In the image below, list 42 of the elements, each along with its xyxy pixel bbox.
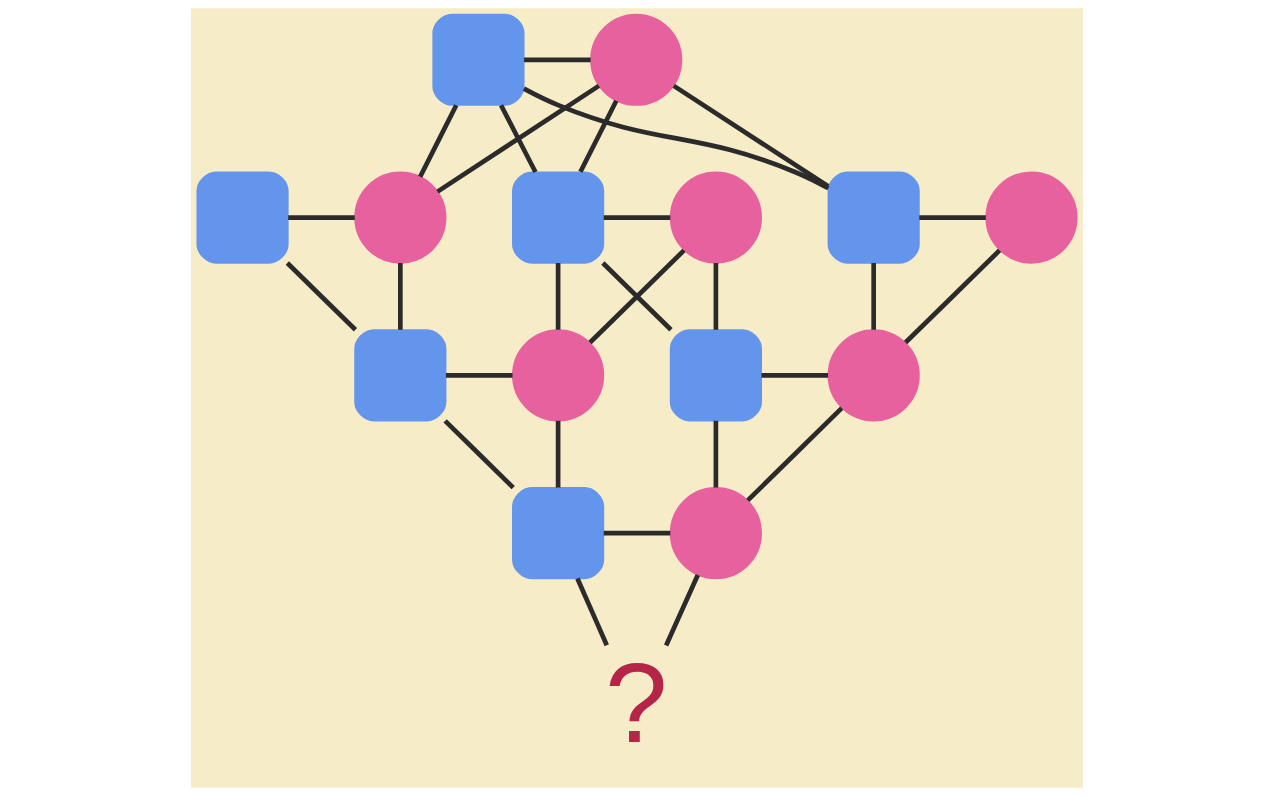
- connector: [498, 104, 538, 174]
- node-box: [512, 487, 605, 580]
- connector: [575, 577, 609, 647]
- connector: [603, 530, 671, 536]
- connector: [919, 215, 986, 220]
- node-circle: [669, 171, 762, 264]
- node-circle: [669, 487, 762, 580]
- connector: [578, 99, 619, 173]
- connector: [398, 263, 403, 330]
- node-box: [432, 13, 525, 106]
- connector: [524, 57, 591, 63]
- node-box: [669, 329, 762, 422]
- connector: [672, 83, 830, 189]
- connector: [903, 248, 1002, 345]
- connector: [288, 215, 355, 220]
- node-box: [512, 171, 605, 264]
- connector: [555, 263, 561, 330]
- node-box: [196, 171, 289, 264]
- connector: [436, 83, 601, 194]
- connector: [871, 263, 876, 330]
- connector: [443, 419, 515, 490]
- connector: [418, 104, 459, 178]
- node-circle: [985, 171, 1078, 264]
- node-box: [354, 329, 447, 422]
- node-box: [827, 171, 920, 264]
- node-text: ?: [604, 639, 668, 766]
- connector: [713, 420, 719, 488]
- connector: [445, 373, 513, 378]
- connector: [601, 261, 673, 332]
- connector: [761, 373, 829, 378]
- connector: [713, 263, 719, 330]
- node-circle: [827, 329, 920, 422]
- node-circle: [590, 13, 683, 106]
- connector: [588, 248, 686, 345]
- node-circle: [354, 171, 447, 264]
- connector: [285, 261, 358, 332]
- connector: [522, 86, 830, 191]
- node-circle: [512, 329, 605, 422]
- connector: [663, 573, 700, 647]
- connector: [746, 406, 844, 502]
- connector: [603, 215, 671, 220]
- connector: [555, 420, 561, 488]
